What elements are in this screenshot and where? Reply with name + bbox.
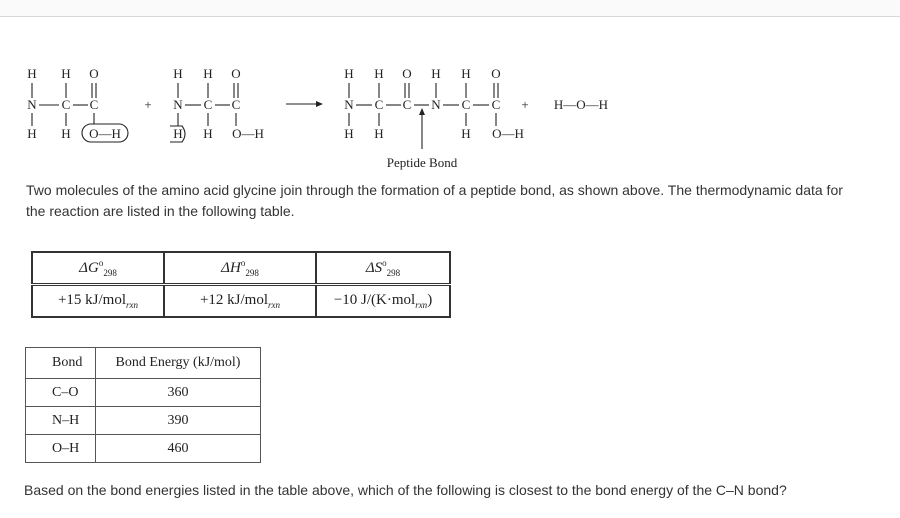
pr-atom-5: C <box>492 97 501 112</box>
bond-name: O–H <box>25 434 96 463</box>
gl-bottom-h2: H <box>61 126 70 141</box>
gr-c1: C <box>204 97 213 112</box>
gl-oh-highlight <box>81 123 129 143</box>
water-molecule: H—O—H <box>554 97 608 112</box>
gl-bottom-h1: H <box>27 126 36 141</box>
bond-energy-value: 460 <box>95 434 261 463</box>
gr-c2: C <box>232 97 241 112</box>
bond-energy-value: 390 <box>95 406 261 435</box>
header-bond: Bond <box>25 347 96 379</box>
pr-atom-1: C <box>375 97 384 112</box>
peptide-bond-label: Peptide Bond <box>387 155 458 170</box>
gr-top-h2: H <box>203 66 212 81</box>
gr-top-o: O <box>231 66 240 81</box>
value-delta-s: −10 J/(K·molrxn) <box>315 283 451 318</box>
gr-oh: O—H <box>232 126 264 141</box>
bond-name: N–H <box>25 406 96 435</box>
gl-oh: O—H <box>89 126 121 141</box>
bond-header-row: Bond Bond Energy (kJ/mol) <box>25 347 261 379</box>
pr-top-1: H <box>374 66 383 81</box>
gr-n: N <box>173 97 183 112</box>
bond-name: C–O <box>25 378 96 407</box>
gr-h-highlight <box>170 125 186 143</box>
peptide-bond-arrowhead <box>419 108 425 115</box>
table-row: O–H 460 <box>25 434 261 463</box>
gl-top-h1: H <box>27 66 36 81</box>
gr-bottom-h1: H <box>173 126 182 141</box>
value-delta-h: +12 kJ/molrxn <box>163 283 317 318</box>
pr-bottom-0: H <box>344 126 353 141</box>
reaction-svg: H H O N C C H H O—H + H H O <box>27 66 608 170</box>
pr-top-4: H <box>461 66 470 81</box>
top-border-bar <box>0 0 900 17</box>
gl-c2: C <box>90 97 99 112</box>
pr-atom-3: N <box>431 97 441 112</box>
plus-sign-1: + <box>144 97 151 112</box>
gl-top-o: O <box>89 66 98 81</box>
value-delta-g: +15 kJ/molrxn <box>31 283 165 318</box>
glycine-right: H H O N C C H H O—H <box>170 66 264 143</box>
bond-energy-value: 360 <box>95 378 261 407</box>
pr-top-0: H <box>344 66 353 81</box>
thermo-header-row: ΔGo298 ΔHo298 ΔSo298 <box>31 251 451 286</box>
thermodynamic-data-table: ΔGo298 ΔHo298 ΔSo298 +15 kJ/molrxn +12 k… <box>31 251 451 318</box>
pr-bottom-3: O—H <box>492 126 524 141</box>
header-delta-h: ΔHo298 <box>163 251 317 286</box>
reaction-arrow <box>286 101 323 107</box>
header-delta-g: ΔGo298 <box>31 251 165 286</box>
pr-atom-0: N <box>344 97 354 112</box>
question-text: Based on the bond energies listed in the… <box>24 482 787 498</box>
pr-atom-4: C <box>462 97 471 112</box>
gl-c1: C <box>62 97 71 112</box>
glycine-left: H H O N C C H H O—H <box>27 66 129 143</box>
pr-bottom-2: H <box>461 126 470 141</box>
header-bond-energy: Bond Energy (kJ/mol) <box>95 347 261 379</box>
plus-sign-2: + <box>521 97 528 112</box>
pr-top-5: O <box>491 66 500 81</box>
pr-atom-2: C <box>403 97 412 112</box>
pr-top-2: O <box>402 66 411 81</box>
pr-top-3: H <box>431 66 440 81</box>
thermo-value-row: +15 kJ/molrxn +12 kJ/molrxn −10 J/(K·mol… <box>31 283 451 318</box>
reaction-diagram: H H O N C C H H O—H + H H O <box>20 64 660 174</box>
gl-top-h2: H <box>61 66 70 81</box>
bond-energy-table: Bond Bond Energy (kJ/mol) C–O 360 N–H 39… <box>25 347 261 463</box>
gr-bottom-h2: H <box>203 126 212 141</box>
intro-paragraph: Two molecules of the amino acid glycine … <box>26 182 843 219</box>
gl-n: N <box>27 97 37 112</box>
header-delta-s: ΔSo298 <box>315 251 451 286</box>
dipeptide-product: H H O H H O N C C N C C <box>344 66 524 170</box>
gr-top-h1: H <box>173 66 182 81</box>
table-row: N–H 390 <box>25 406 261 435</box>
pr-bottom-1: H <box>374 126 383 141</box>
table-row: C–O 360 <box>25 378 261 407</box>
